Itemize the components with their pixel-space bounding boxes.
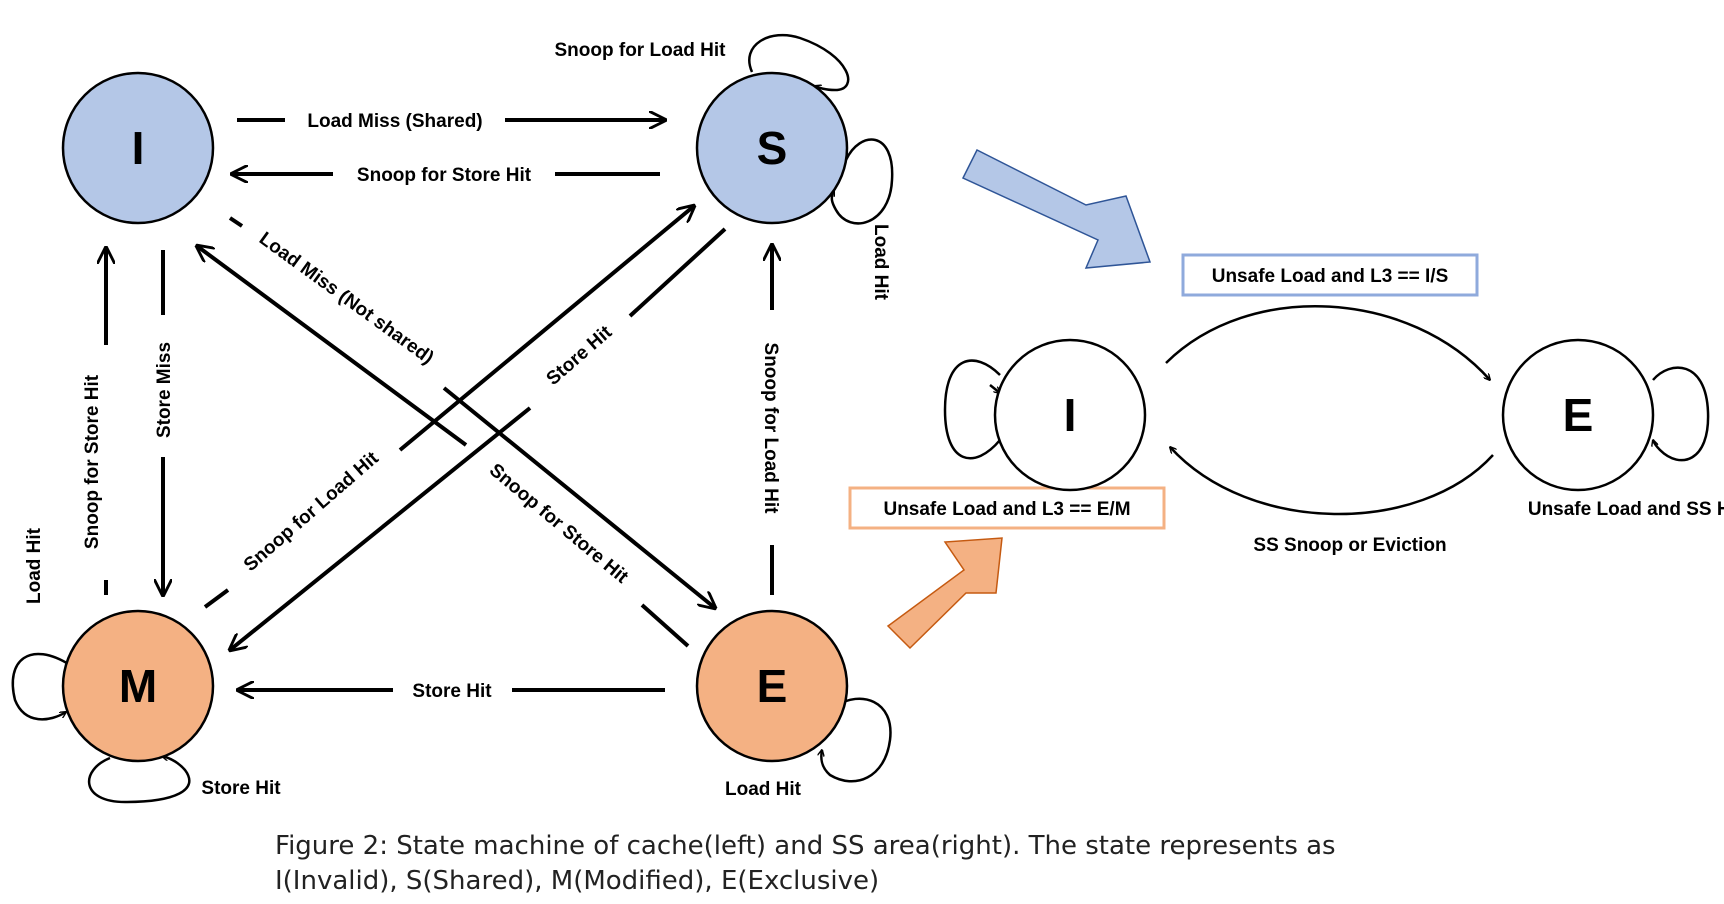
- orange-block-arrow: [886, 537, 1003, 650]
- edge-e-to-m-store-hit: Store Hit: [238, 681, 665, 702]
- cache-state-e: E: [695, 609, 849, 763]
- cache-state-m: M: [61, 609, 215, 763]
- cache-state-s: S: [695, 71, 849, 225]
- edge-i-to-s-load-miss-shared: Load Miss (Shared): [237, 111, 665, 132]
- ss-state-i: I: [993, 338, 1147, 492]
- self-loop-label-m-bottom: Store Hit: [201, 778, 281, 799]
- self-loop-s-right: Load Hit: [832, 138, 894, 301]
- ss-self-loop-i: [943, 359, 1000, 460]
- self-loop-m-left: Load Hit: [11, 527, 71, 721]
- caption-line-1: Figure 2: State machine of cache(left) a…: [275, 831, 1336, 861]
- caption-line-2: I(Invalid), S(Shared), M(Modified), E(Ex…: [275, 866, 879, 896]
- edge-m-to-i-snoop-store-hit: Snoop for Store Hit: [82, 248, 106, 595]
- edge-label-e-to-s: Snoop for Load Hit: [760, 343, 781, 515]
- self-loop-label-m-left: Load Hit: [24, 527, 45, 604]
- ss-self-loop-e: Unsafe Load and SS Hit: [1528, 366, 1724, 520]
- self-loop-label-e: Load Hit: [725, 779, 802, 800]
- self-loop-e: Load Hit: [725, 697, 892, 800]
- edge-label-e-to-m: Store Hit: [412, 681, 492, 702]
- edge-label-s-to-m: Store Hit: [543, 322, 617, 390]
- edge-label-m-to-s: Snoop for Load Hit: [240, 447, 383, 575]
- blue-block-arrow: [961, 148, 1152, 269]
- ss-edge-e-to-i: SS Snoop or Eviction: [1170, 447, 1494, 556]
- self-loop-label-s-right: Load Hit: [870, 224, 891, 301]
- edge-e-to-s-snoop-load-hit: Snoop for Load Hit: [760, 245, 781, 595]
- edge-e-to-i-snoop-store-hit: Snoop for Store Hit: [197, 246, 690, 648]
- ss-state-e-label: E: [1563, 389, 1594, 441]
- ss-self-loop-label-e: Unsafe Load and SS Hit: [1528, 499, 1724, 520]
- ss-label-i-self: Unsafe Load and L3 == E/M: [883, 499, 1130, 520]
- ss-state-e: E: [1501, 338, 1655, 492]
- edge-i-to-m-store-miss: Store Miss: [154, 250, 175, 595]
- edge-m-to-s-snoop-load-hit: Snoop for Load Hit: [203, 206, 694, 609]
- edge-i-to-e-load-miss-not-shared: Load Miss (Not shared): [228, 216, 715, 608]
- cache-state-i: I: [61, 71, 215, 225]
- cache-state-i-label: I: [132, 122, 145, 174]
- edge-s-to-m-store-hit: Store Hit: [230, 227, 727, 650]
- ss-label-box-i-self: Unsafe Load and L3 == E/M: [848, 486, 1166, 530]
- ss-state-i-label: I: [1064, 389, 1077, 441]
- edge-label-s-to-i: Snoop for Store Hit: [357, 165, 532, 186]
- ss-edge-i-to-e: [1165, 305, 1490, 380]
- ss-label-i-to-e: Unsafe Load and L3 == I/S: [1212, 266, 1449, 287]
- self-loop-label-s-top: Snoop for Load Hit: [555, 40, 727, 61]
- edge-label-load-miss-shared: Load Miss (Shared): [307, 111, 482, 132]
- figure-caption: Figure 2: State machine of cache(left) a…: [275, 831, 1336, 896]
- cache-state-e-label: E: [757, 660, 788, 712]
- self-loop-m-bottom: Store Hit: [87, 756, 281, 804]
- cache-state-m-label: M: [119, 660, 157, 712]
- edge-label-load-miss-not-shared: Load Miss (Not shared): [255, 228, 437, 368]
- self-loop-s-top: Snoop for Load Hit: [555, 33, 850, 90]
- edge-s-to-i-snoop-store-hit: Snoop for Store Hit: [232, 165, 660, 186]
- cache-state-s-label: S: [757, 122, 788, 174]
- ss-edge-label-e-to-i: SS Snoop or Eviction: [1253, 535, 1446, 556]
- edge-label-m-to-i: Snoop for Store Hit: [82, 374, 103, 549]
- ss-label-box-i-to-e: Unsafe Load and L3 == I/S: [1181, 253, 1479, 297]
- edge-label-store-miss: Store Miss: [154, 342, 175, 438]
